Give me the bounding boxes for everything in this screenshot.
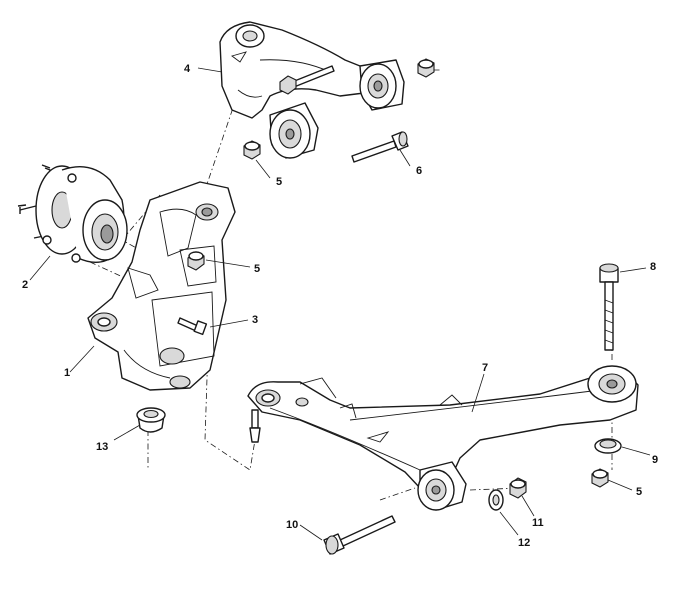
callout-10: 10 — [286, 519, 298, 531]
washer — [594, 438, 622, 454]
upper-arm-bolt — [351, 131, 409, 163]
steering-knuckle — [87, 181, 236, 391]
callout-5-lower: 5 — [636, 486, 642, 498]
upper-nut-left — [243, 140, 261, 160]
callout-5-upper: 5 — [276, 176, 282, 188]
leader-lines — [29, 67, 651, 541]
callout-5-knuckle: 5 — [254, 263, 260, 275]
lower-nut-right — [591, 468, 609, 488]
callout-11: 11 — [532, 517, 544, 529]
upper-arm-front-bushing — [359, 59, 405, 111]
callout-3: 3 — [252, 314, 258, 326]
upper-nut-right — [417, 58, 435, 78]
callout-8: 8 — [650, 261, 656, 273]
front-bushing-bolt — [323, 515, 396, 555]
wheel-hub-bearing — [17, 164, 128, 263]
upper-control-arm — [219, 21, 376, 119]
callouts: 1 2 3 4 5 5 5 6 7 8 9 10 11 12 13 — [22, 63, 658, 549]
callout-6: 6 — [416, 165, 422, 177]
knuckle-nut — [187, 251, 205, 271]
callout-1: 1 — [64, 367, 70, 379]
lower-arm-front-bushing — [417, 461, 467, 511]
callout-9: 9 — [652, 454, 658, 466]
long-bolt — [599, 263, 619, 351]
callout-7: 7 — [482, 362, 488, 374]
ball-joint-stud — [249, 409, 261, 443]
knuckle-bolt — [177, 317, 208, 336]
front-bushing-nut — [509, 477, 527, 499]
eccentric-washer — [488, 489, 504, 511]
callout-4: 4 — [184, 63, 191, 75]
callout-12: 12 — [518, 537, 530, 549]
upper-arm-stud — [279, 65, 335, 95]
callout-2: 2 — [22, 279, 28, 291]
callout-13: 13 — [96, 441, 108, 453]
lower-arm-rear-bushing — [587, 365, 637, 403]
upper-arm-rear-bushing — [269, 102, 319, 159]
bush-cap — [136, 407, 166, 433]
